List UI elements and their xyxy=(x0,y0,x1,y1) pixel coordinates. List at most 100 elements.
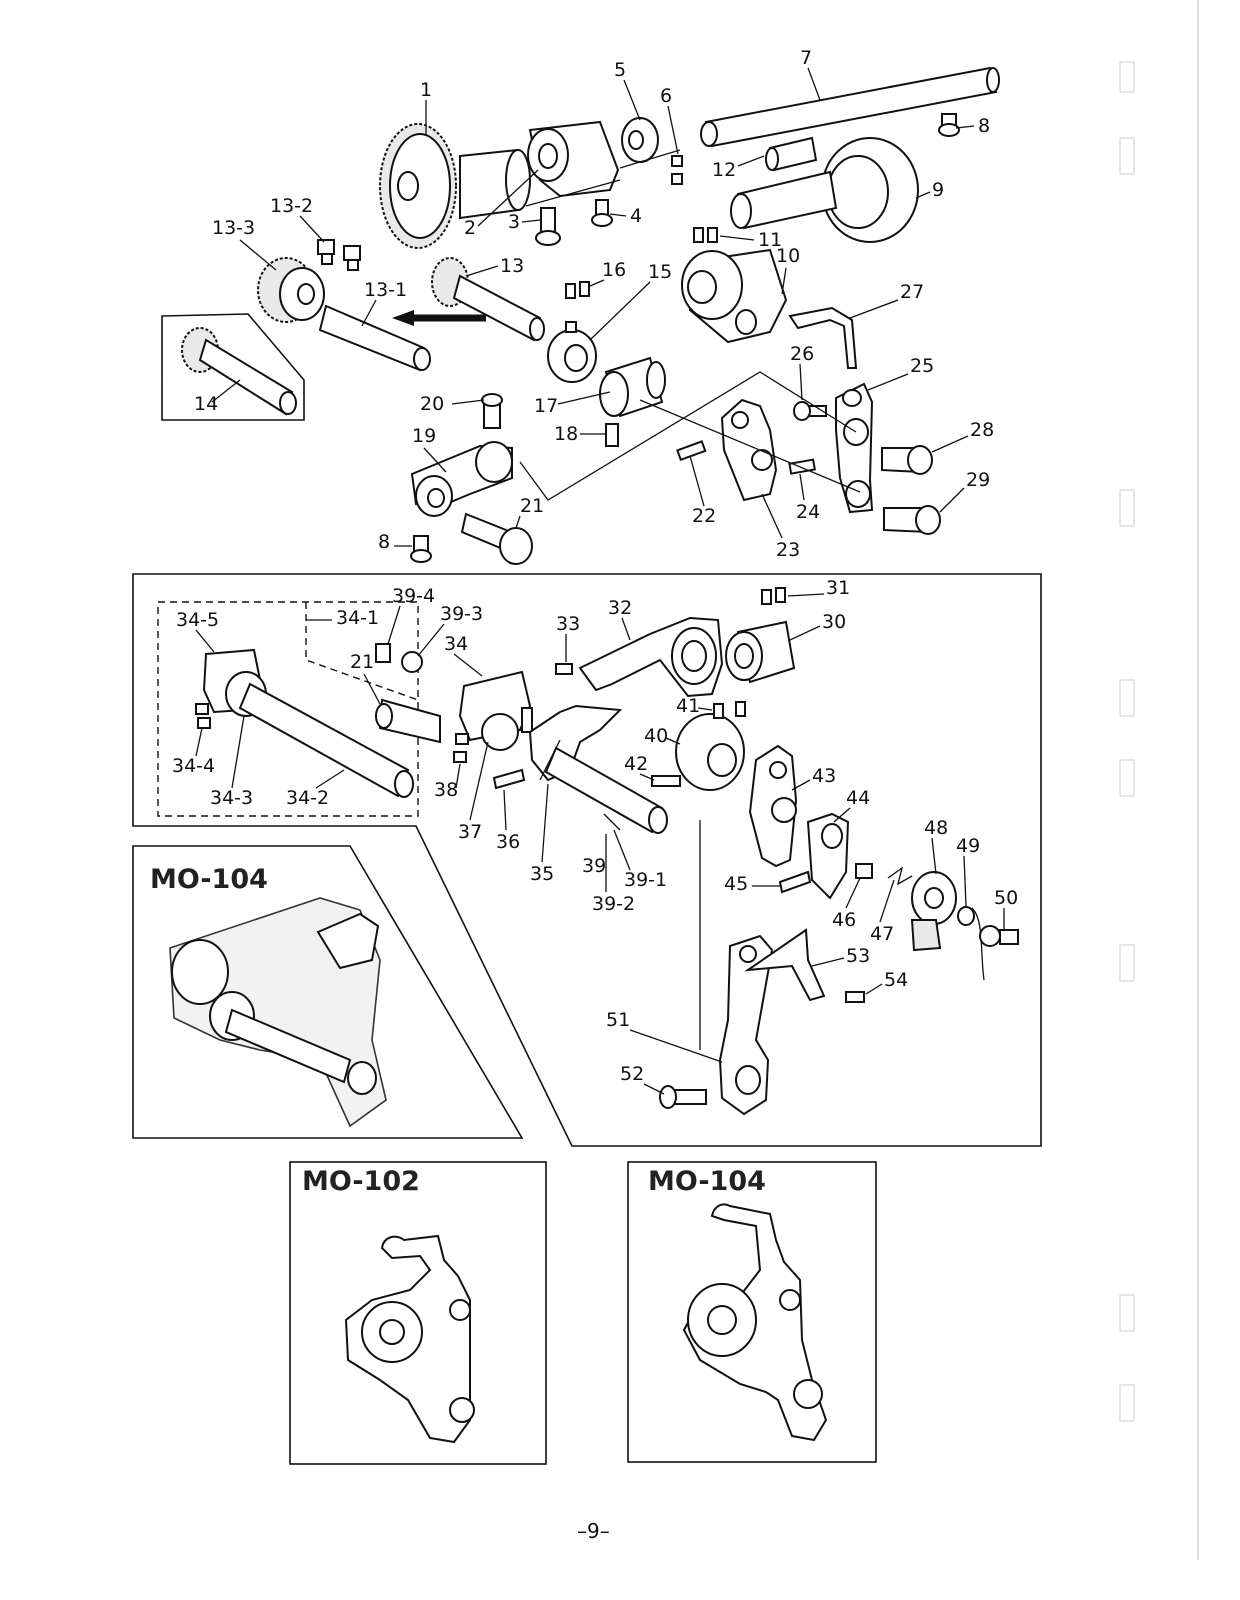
label-22: 22 xyxy=(692,505,716,527)
label-6: 6 xyxy=(660,85,672,107)
label-13-3: 13-3 xyxy=(212,217,255,239)
label-27: 27 xyxy=(900,281,924,303)
gear-part-13 xyxy=(431,257,545,342)
hook-part-27 xyxy=(788,306,858,369)
label-16: 16 xyxy=(602,259,626,281)
label-39-2: 39-2 xyxy=(592,893,635,915)
eccentric-part-10 xyxy=(681,248,788,344)
label-1: 1 xyxy=(420,79,432,101)
photo-panel-mo-104-left xyxy=(132,845,524,1139)
label-48: 48 xyxy=(924,817,948,839)
label-34-1: 34-1 xyxy=(336,607,379,629)
label-39-3: 39-3 xyxy=(440,603,483,625)
sleeve-part-17 xyxy=(599,356,666,418)
label-13: 13 xyxy=(500,255,524,277)
label-50: 50 xyxy=(994,887,1018,909)
label-20: 20 xyxy=(420,393,444,415)
page-number: –9– xyxy=(577,1519,610,1543)
housing-part-2 xyxy=(527,120,620,198)
label-25: 25 xyxy=(910,355,934,377)
label-43: 43 xyxy=(812,765,836,787)
label-39: 39 xyxy=(582,855,606,877)
label-12: 12 xyxy=(712,159,736,181)
model-title-bottom-right: MO-104 xyxy=(648,1166,766,1197)
rod-part-34-2 xyxy=(195,648,414,798)
label-34-3: 34-3 xyxy=(210,787,253,809)
label-40: 40 xyxy=(644,725,668,747)
tension-parts-48-50 xyxy=(887,866,1019,981)
label-13-2: 13-2 xyxy=(270,195,313,217)
label-38: 38 xyxy=(434,779,458,801)
label-5: 5 xyxy=(614,59,626,81)
label-45: 45 xyxy=(724,873,748,895)
collar-part-15 xyxy=(547,281,597,383)
label-53: 53 xyxy=(846,945,870,967)
photo-panel-mo-104-right xyxy=(627,1161,877,1463)
label-31: 31 xyxy=(826,577,850,599)
label-34-2: 34-2 xyxy=(286,787,329,809)
screws-upper xyxy=(535,113,960,246)
label-34: 34 xyxy=(444,633,468,655)
label-51: 51 xyxy=(606,1009,630,1031)
upper-assembly xyxy=(161,66,1000,565)
photo-panel-mo-102 xyxy=(289,1161,547,1465)
shaft-part-7 xyxy=(700,66,1000,148)
label-37: 37 xyxy=(458,821,482,843)
label-49: 49 xyxy=(956,835,980,857)
model-title-left: MO-104 xyxy=(150,864,268,895)
label-13-1: 13-1 xyxy=(364,279,407,301)
label-44: 44 xyxy=(846,787,870,809)
part-number-labels: 1 5 6 7 8 12 9 2 3 4 11 10 13-2 13-3 13 … xyxy=(172,47,1018,1095)
bevel-gear-part-1 xyxy=(379,123,531,249)
label-29: 29 xyxy=(966,469,990,491)
eccentric-part-40 xyxy=(651,701,746,791)
direction-arrow xyxy=(392,310,486,326)
label-34-5: 34-5 xyxy=(176,609,219,631)
label-21b: 21 xyxy=(350,651,374,673)
label-15: 15 xyxy=(648,261,672,283)
screw-part-18 xyxy=(605,423,619,447)
model-title-bottom-left: MO-102 xyxy=(302,1166,420,1197)
inset-part-14 xyxy=(161,313,305,421)
label-28: 28 xyxy=(970,419,994,441)
label-14: 14 xyxy=(194,393,218,415)
label-19: 19 xyxy=(412,425,436,447)
label-24: 24 xyxy=(796,501,820,523)
lever-part-51 xyxy=(659,928,865,1116)
label-8b: 8 xyxy=(378,531,390,553)
label-21: 21 xyxy=(520,495,544,517)
label-23: 23 xyxy=(776,539,800,561)
label-3: 3 xyxy=(508,211,520,233)
looper-part-35 xyxy=(492,704,668,834)
label-35: 35 xyxy=(530,863,554,885)
ring-part-9 xyxy=(821,137,919,243)
label-33: 33 xyxy=(556,613,580,635)
bracket-part-43 xyxy=(748,744,873,900)
label-11: 11 xyxy=(758,229,782,251)
label-34-4: 34-4 xyxy=(172,755,215,777)
label-18: 18 xyxy=(554,423,578,445)
label-2: 2 xyxy=(464,217,476,239)
gear-part-13-3 xyxy=(257,239,431,372)
label-39-4: 39-4 xyxy=(392,585,435,607)
collar-part-5 xyxy=(621,117,659,163)
scan-edge-marks xyxy=(1119,0,1199,1560)
label-9: 9 xyxy=(932,179,944,201)
looper-assembly-box xyxy=(132,573,1042,1147)
label-41: 41 xyxy=(676,695,700,717)
arm-part-32 xyxy=(555,587,796,698)
bracket-part-23 xyxy=(676,398,816,502)
label-4: 4 xyxy=(630,205,642,227)
label-8: 8 xyxy=(978,115,990,137)
label-54: 54 xyxy=(884,969,908,991)
label-52: 52 xyxy=(620,1063,644,1085)
block-part-34 xyxy=(375,643,533,763)
label-30: 30 xyxy=(822,611,846,633)
label-10: 10 xyxy=(776,245,800,267)
label-36: 36 xyxy=(496,831,520,853)
shaft-part-12 xyxy=(730,136,838,230)
link-part-25 xyxy=(793,382,941,535)
label-26: 26 xyxy=(790,343,814,365)
label-32: 32 xyxy=(608,597,632,619)
